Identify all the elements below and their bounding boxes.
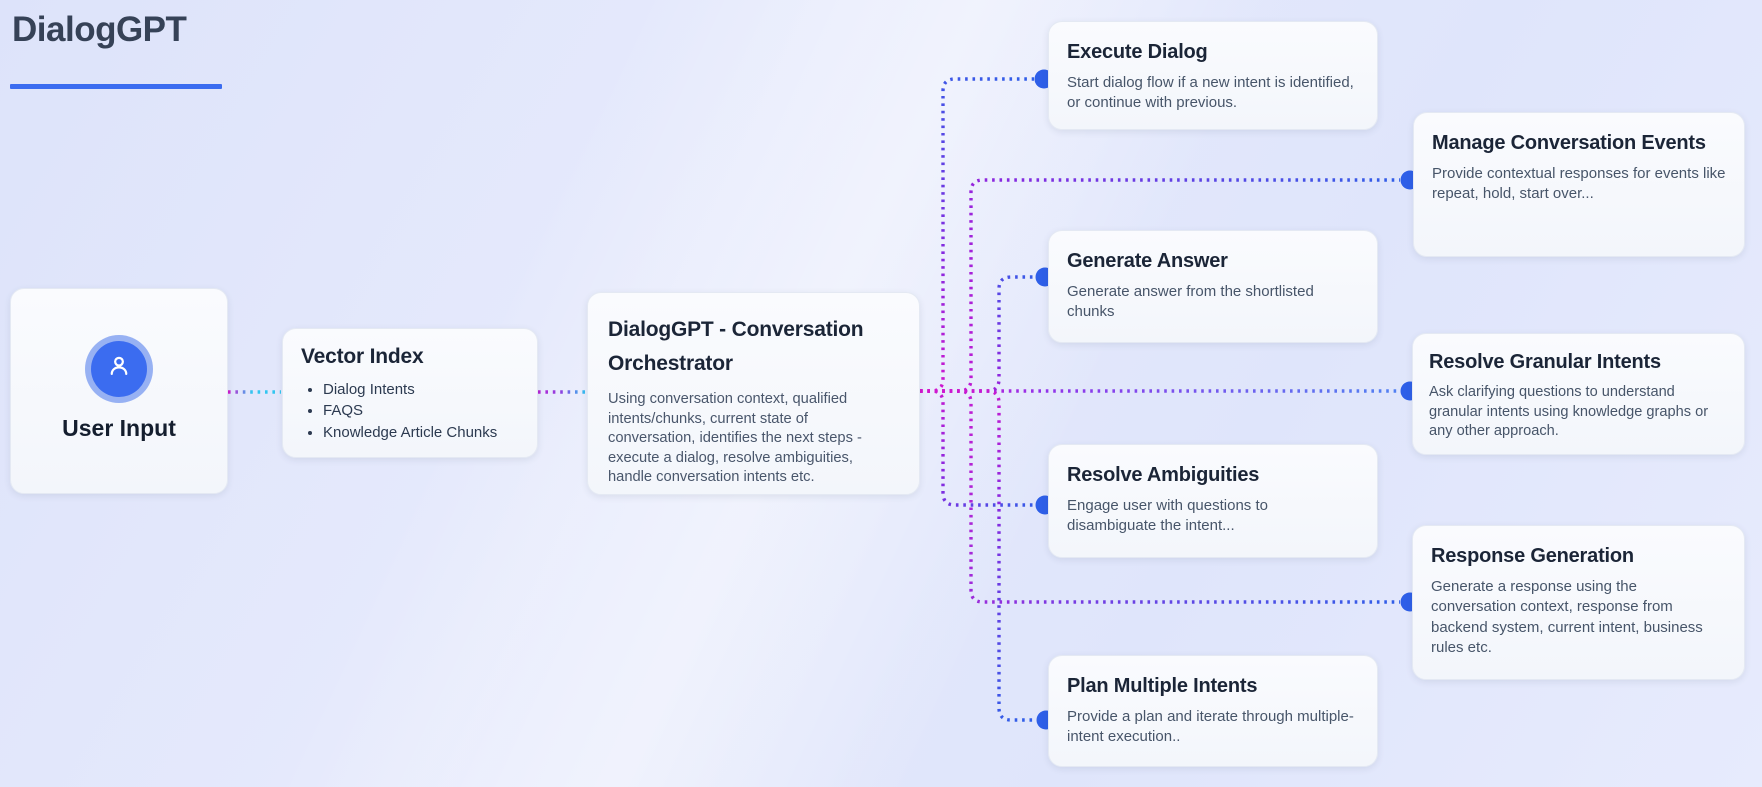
vector-index-item: Knowledge Article Chunks	[323, 422, 519, 443]
node-resolve-granular-intents-body: Ask clarifying questions to understand g…	[1429, 384, 1709, 440]
node-resolve-ambiguities[interactable]: Resolve Ambiguities Engage user with que…	[1048, 444, 1378, 558]
node-resolve-ambiguities-body: Engage user with questions to disambigua…	[1067, 497, 1268, 535]
node-generate-answer[interactable]: Generate Answer Generate answer from the…	[1048, 230, 1378, 343]
vector-index-list: Dialog Intents FAQS Knowledge Article Ch…	[301, 379, 519, 443]
node-execute-dialog[interactable]: Execute Dialog Start dialog flow if a ne…	[1048, 21, 1378, 130]
node-vector-index-title: Vector Index	[301, 345, 424, 368]
node-user-input-label: User Input	[62, 414, 176, 441]
edge-orchestrator-generate-answer	[920, 275, 1035, 393]
edge-orchestrator-resolve-ambiguities	[920, 389, 1035, 507]
node-orchestrator[interactable]: DialogGPT - Conversation Orchestrator Us…	[587, 292, 920, 495]
node-user-input[interactable]: User Input	[10, 288, 228, 494]
node-plan-multiple-intents[interactable]: Plan Multiple Intents Provide a plan and…	[1048, 655, 1378, 767]
edge-orchestrator-plan-multiple	[920, 389, 1036, 722]
node-response-generation-title: Response Generation	[1431, 545, 1634, 567]
node-execute-dialog-body: Start dialog flow if a new intent is ide…	[1067, 74, 1354, 112]
person-icon	[105, 352, 133, 385]
user-avatar	[91, 340, 147, 397]
node-vector-index[interactable]: Vector Index Dialog Intents FAQS Knowled…	[282, 328, 538, 458]
node-response-generation[interactable]: Response Generation Generate a response …	[1412, 525, 1745, 680]
node-manage-conversation-events-body: Provide contextual responses for events …	[1432, 165, 1726, 203]
node-orchestrator-title: DialogGPT - Conversation Orchestrator	[608, 318, 864, 375]
edge-orchestrator-execute-dialog	[920, 77, 1034, 393]
page-title: DialogGPT	[12, 10, 187, 49]
vector-index-item: Dialog Intents	[323, 379, 519, 400]
node-resolve-ambiguities-title: Resolve Ambiguities	[1067, 464, 1260, 486]
node-response-generation-body: Generate a response using the conversati…	[1431, 578, 1703, 656]
title-underline	[10, 84, 222, 89]
vector-index-item: FAQS	[323, 400, 519, 421]
node-execute-dialog-title: Execute Dialog	[1067, 41, 1208, 63]
node-plan-multiple-intents-title: Plan Multiple Intents	[1067, 675, 1258, 697]
node-generate-answer-title: Generate Answer	[1067, 250, 1228, 272]
node-resolve-granular-intents-title: Resolve Granular Intents	[1429, 351, 1661, 373]
node-resolve-granular-intents[interactable]: Resolve Granular Intents Ask clarifying …	[1412, 333, 1745, 455]
node-manage-conversation-events[interactable]: Manage Conversation Events Provide conte…	[1413, 112, 1745, 257]
node-generate-answer-body: Generate answer from the shortlisted chu…	[1067, 283, 1314, 321]
node-manage-conversation-events-title: Manage Conversation Events	[1432, 132, 1706, 154]
node-plan-multiple-intents-body: Provide a plan and iterate through multi…	[1067, 708, 1354, 746]
node-orchestrator-body: Using conversation context, qualified in…	[608, 391, 862, 486]
